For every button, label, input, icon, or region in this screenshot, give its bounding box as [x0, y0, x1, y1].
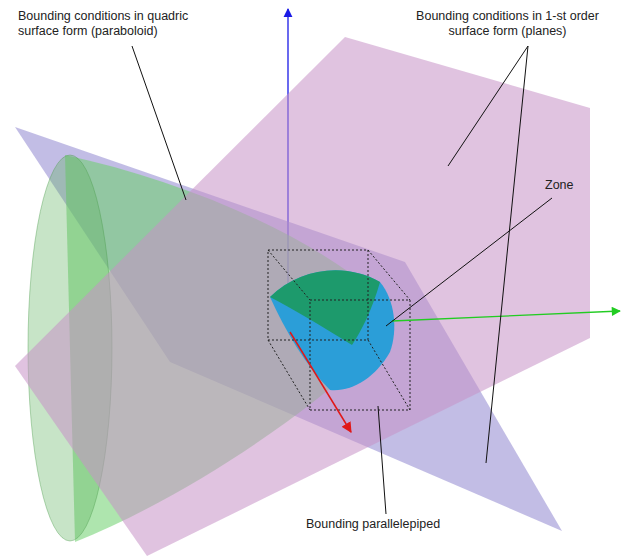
x-axis [290, 332, 351, 432]
plane [15, 37, 590, 556]
leader-lines [132, 46, 552, 514]
zone-cap [270, 270, 380, 345]
zone [270, 270, 394, 390]
label: Bounding parallelepiped [306, 517, 440, 532]
label: Zone [545, 178, 574, 193]
label: Bounding conditions in 1-st order surfac… [405, 9, 610, 39]
label: Bounding conditions in quadric surface f… [18, 9, 208, 39]
y-axis [392, 311, 620, 321]
parallelepiped [268, 250, 410, 410]
